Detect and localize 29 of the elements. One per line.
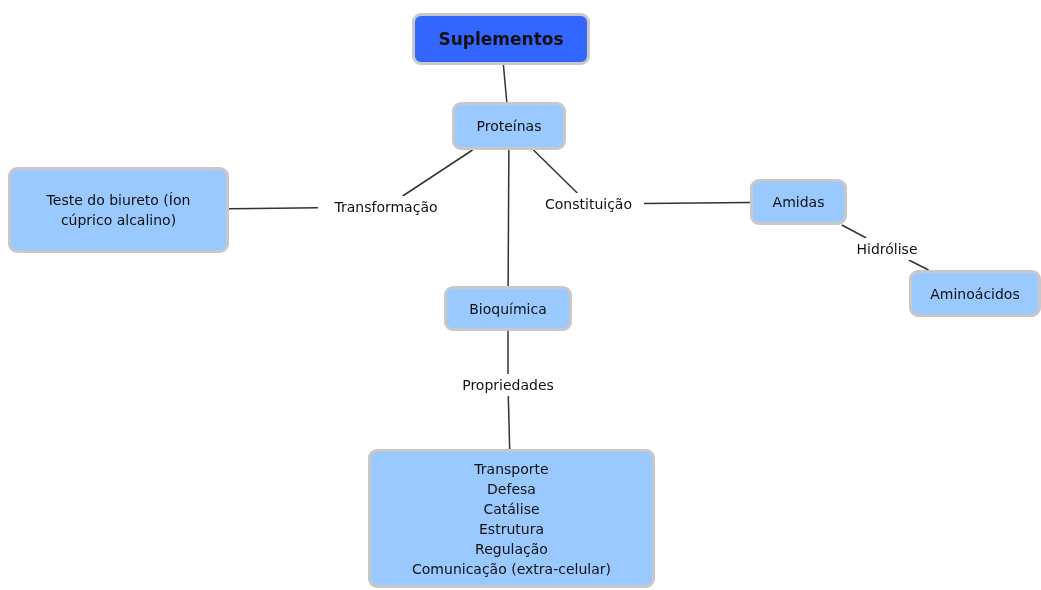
connector-line <box>643 201 751 205</box>
connector-line <box>841 224 868 239</box>
node-text: Defesa <box>487 479 536 499</box>
node-text: Catálise <box>483 499 540 519</box>
node-text: Comunicação (extra-celular) <box>412 559 611 579</box>
node-text: Transporte <box>474 459 549 479</box>
concept-box <box>444 286 572 331</box>
node-text: Aminoácidos <box>930 284 1020 304</box>
connector-line <box>507 330 509 375</box>
concept-box <box>750 179 847 225</box>
concept-box <box>368 449 655 588</box>
connector-line <box>908 259 930 271</box>
connector-line <box>507 149 510 287</box>
connector-line <box>507 395 511 450</box>
connector-line <box>532 149 579 194</box>
node-text: Suplementos <box>438 29 564 49</box>
concept-box <box>8 167 229 253</box>
connector-line <box>401 149 474 197</box>
connector-line <box>502 64 508 103</box>
title-box <box>412 13 590 65</box>
concept-box <box>909 270 1041 317</box>
connector-line <box>228 207 319 210</box>
node-text: Amidas <box>772 193 825 212</box>
node-text: Teste do biureto (Íon cúprico alcalino) <box>45 191 192 230</box>
concept-box <box>452 102 566 150</box>
node-text: Regulação <box>475 539 548 559</box>
node-text: Proteínas <box>476 117 542 136</box>
node-text: Estrutura <box>479 519 544 539</box>
node-text: Bioquímica <box>469 299 547 319</box>
